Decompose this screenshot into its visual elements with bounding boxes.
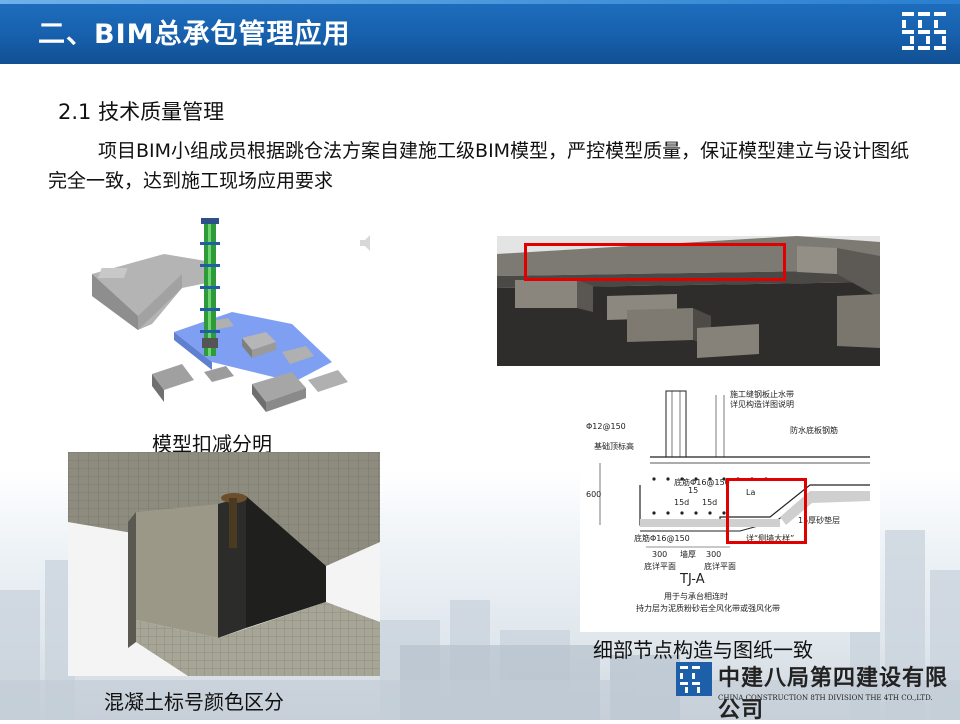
drawing-label: 15d: [674, 498, 689, 507]
title-bar-accent: [0, 0, 960, 4]
construction-drawing-figure: 施工缝钢板止水带 详见构造详图说明 防水底板钢筋 Φ12@150 基础顶标高 底…: [580, 385, 880, 632]
drawing-label: 详见构造详图说明: [730, 399, 794, 409]
drawing-label: 详“侧墙大样”: [746, 533, 794, 543]
drawing-label: 15d: [702, 498, 717, 507]
company-name-en: CHINA CONSTRUCTION 8TH DIVISION THE 4TH …: [718, 694, 933, 702]
drawing-label: La: [746, 488, 755, 497]
concrete-grade-figure: [68, 452, 380, 676]
concrete-caption: 混凝土标号颜色区分: [104, 690, 284, 714]
drawing-label: 底筋Φ16@150: [674, 477, 730, 487]
speaker-icon: [360, 235, 370, 251]
section-heading: 2.1 技术质量管理: [58, 100, 225, 124]
highlight-box: [524, 243, 786, 281]
bim-model-figure: [82, 212, 382, 422]
drawing-label: 300: [652, 550, 667, 559]
drawing-title: TJ-A: [679, 572, 705, 587]
drawing-label: 基础顶标高: [594, 441, 634, 451]
drawing-label: 底筋Φ16@150: [634, 533, 690, 543]
drawing-caption: 细部节点构造与图纸一致: [593, 638, 813, 662]
highlight-box: [726, 478, 807, 544]
drawing-label: 底详平面: [704, 561, 736, 571]
drawing-label: 300: [706, 550, 721, 559]
company-logo-icon: [902, 12, 946, 50]
drawing-note: 持力层为泥质粉砂岩全风化带或强风化带: [636, 603, 780, 613]
drawing-label: 15: [688, 486, 698, 495]
drawing-label: Φ12@150: [586, 422, 626, 431]
company-name-cn: 中建八局第四建设有限公司: [718, 666, 949, 723]
section-description: 项目BIM小组成员根据跳仓法方案自建施工级BIM模型，严控模型质量，保证模型建立…: [48, 140, 910, 192]
company-brand-icon: [676, 662, 712, 696]
drawing-label: 600: [586, 490, 601, 499]
page-title: 二、BIM总承包管理应用: [38, 19, 351, 50]
title-bar: 二、BIM总承包管理应用: [0, 0, 960, 64]
drawing-label: 施工缝钢板止水带: [730, 389, 794, 399]
drawing-note: 用于与承台相连时: [664, 591, 728, 601]
skyline-illustration: [0, 530, 960, 720]
drawing-label: 底详平面: [644, 561, 676, 571]
drawing-label: 墙厚: [680, 549, 696, 559]
slab-detail-figure: [497, 236, 880, 366]
drawing-label: 防水底板钢筋: [790, 425, 838, 435]
drawing-label: 15厚砂垫层: [798, 515, 840, 525]
